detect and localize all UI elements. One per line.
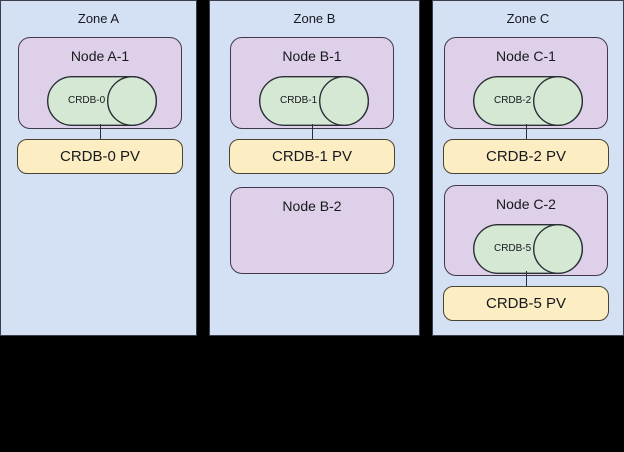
zone-title-b: Zone B [293, 11, 336, 26]
connector-node-c-1-to-pv [526, 124, 527, 141]
zone-title-c: Zone C [506, 11, 550, 26]
node-box-b-1[interactable]: Node B-1 CRDB-1 [230, 37, 394, 129]
zone-panel-a[interactable]: Zone A Node A-1 CRDB-0 CRDB-0 PV [0, 0, 197, 336]
database-cylinder-crdb-0[interactable]: CRDB-0 [47, 76, 157, 126]
node-title-a-1: Node A-1 [70, 48, 130, 64]
connector-node-c-2-to-pv [526, 271, 527, 288]
node-title-c-1: Node C-1 [496, 48, 556, 64]
node-title-b-2: Node B-2 [282, 198, 342, 214]
node-box-c-1[interactable]: Node C-1 CRDB-2 [444, 37, 608, 129]
pv-box-crdb-5[interactable]: CRDB-5 PV [443, 286, 609, 321]
pv-box-crdb-0[interactable]: CRDB-0 PV [17, 139, 183, 174]
zone-title-a: Zone A [77, 11, 120, 26]
pv-label-crdb-1: CRDB-1 PV [271, 147, 353, 165]
pv-label-crdb-5: CRDB-5 PV [485, 294, 567, 312]
connector-node-b-1-to-pv [312, 124, 313, 141]
database-cylinder-crdb-5[interactable]: CRDB-5 [473, 224, 583, 274]
database-cylinder-crdb-2[interactable]: CRDB-2 [473, 76, 583, 126]
database-cylinder-crdb-1[interactable]: CRDB-1 [259, 76, 369, 126]
pv-label-crdb-2: CRDB-2 PV [485, 147, 567, 165]
pv-box-crdb-1[interactable]: CRDB-1 PV [229, 139, 395, 174]
node-box-b-2[interactable]: Node B-2 [230, 187, 394, 274]
zone-panel-c[interactable]: Zone C Node C-1 CRDB-2 CRDB-2 PV Node C-… [432, 0, 624, 336]
pv-label-crdb-0: CRDB-0 PV [59, 147, 141, 165]
node-box-a-1[interactable]: Node A-1 CRDB-0 [18, 37, 182, 129]
pv-box-crdb-2[interactable]: CRDB-2 PV [443, 139, 609, 174]
connector-node-a-1-to-pv [100, 124, 101, 141]
zone-panel-b[interactable]: Zone B Node B-1 CRDB-1 CRDB-1 PV Node B-… [209, 0, 420, 336]
node-box-c-2[interactable]: Node C-2 CRDB-5 [444, 185, 608, 276]
node-title-b-1: Node B-1 [282, 48, 342, 64]
node-title-c-2: Node C-2 [496, 196, 556, 212]
